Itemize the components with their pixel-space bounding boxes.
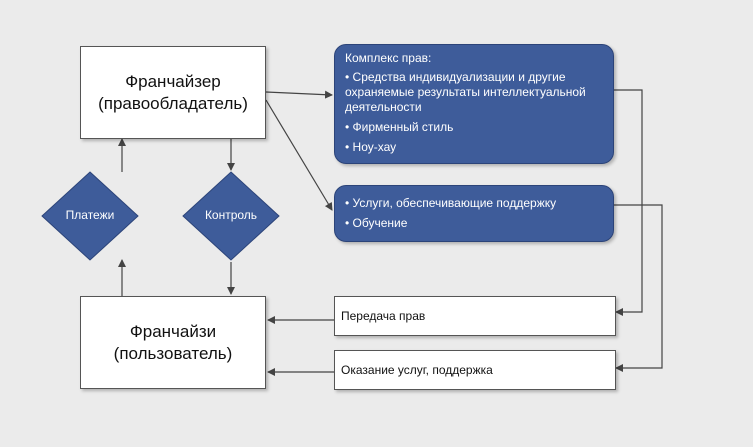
rights-complex-list: Средства индивидуализации и другие охран… (345, 70, 603, 155)
franchisee-box: Франчайзи (пользователь) (80, 296, 266, 389)
franchisee-subtitle: (пользователь) (113, 343, 233, 363)
payments-diamond (41, 171, 139, 261)
franchisor-title: Франчайзер (125, 71, 221, 91)
control-diamond (182, 171, 280, 261)
arrow-to-rights-complex (265, 90, 333, 99)
connector-services-to-support (614, 204, 663, 372)
list-item: Услуги, обеспечивающие поддержку (345, 196, 603, 211)
support-box: Оказание услуг, поддержка (334, 350, 616, 390)
list-item: Ноу-хау (345, 140, 603, 155)
list-item: Обучение (345, 216, 603, 231)
transfer-box: Передача прав (334, 296, 616, 336)
rights-complex-header: Комплекс прав: (345, 51, 432, 65)
control-label: Контроль (204, 208, 258, 222)
franchisor-box: Франчайзер (правообладатель) (80, 46, 266, 139)
arrow-to-services (265, 99, 333, 211)
franchisor-subtitle: (правообладатель) (98, 93, 248, 113)
rights-complex-box: Комплекс прав: Средства индивидуализации… (334, 44, 614, 164)
list-item: Фирменный стиль (345, 120, 603, 135)
list-item: Средства индивидуализации и другие охран… (345, 70, 603, 115)
services-box: Услуги, обеспечивающие поддержку Обучени… (334, 185, 614, 242)
transfer-label: Передача прав (341, 309, 426, 323)
franchisee-title: Франчайзи (129, 321, 217, 341)
support-label: Оказание услуг, поддержка (341, 363, 493, 377)
payments-label: Платежи (65, 208, 115, 222)
services-list: Услуги, обеспечивающие поддержку Обучени… (345, 196, 603, 231)
connector-rights-to-transfer (614, 89, 643, 316)
